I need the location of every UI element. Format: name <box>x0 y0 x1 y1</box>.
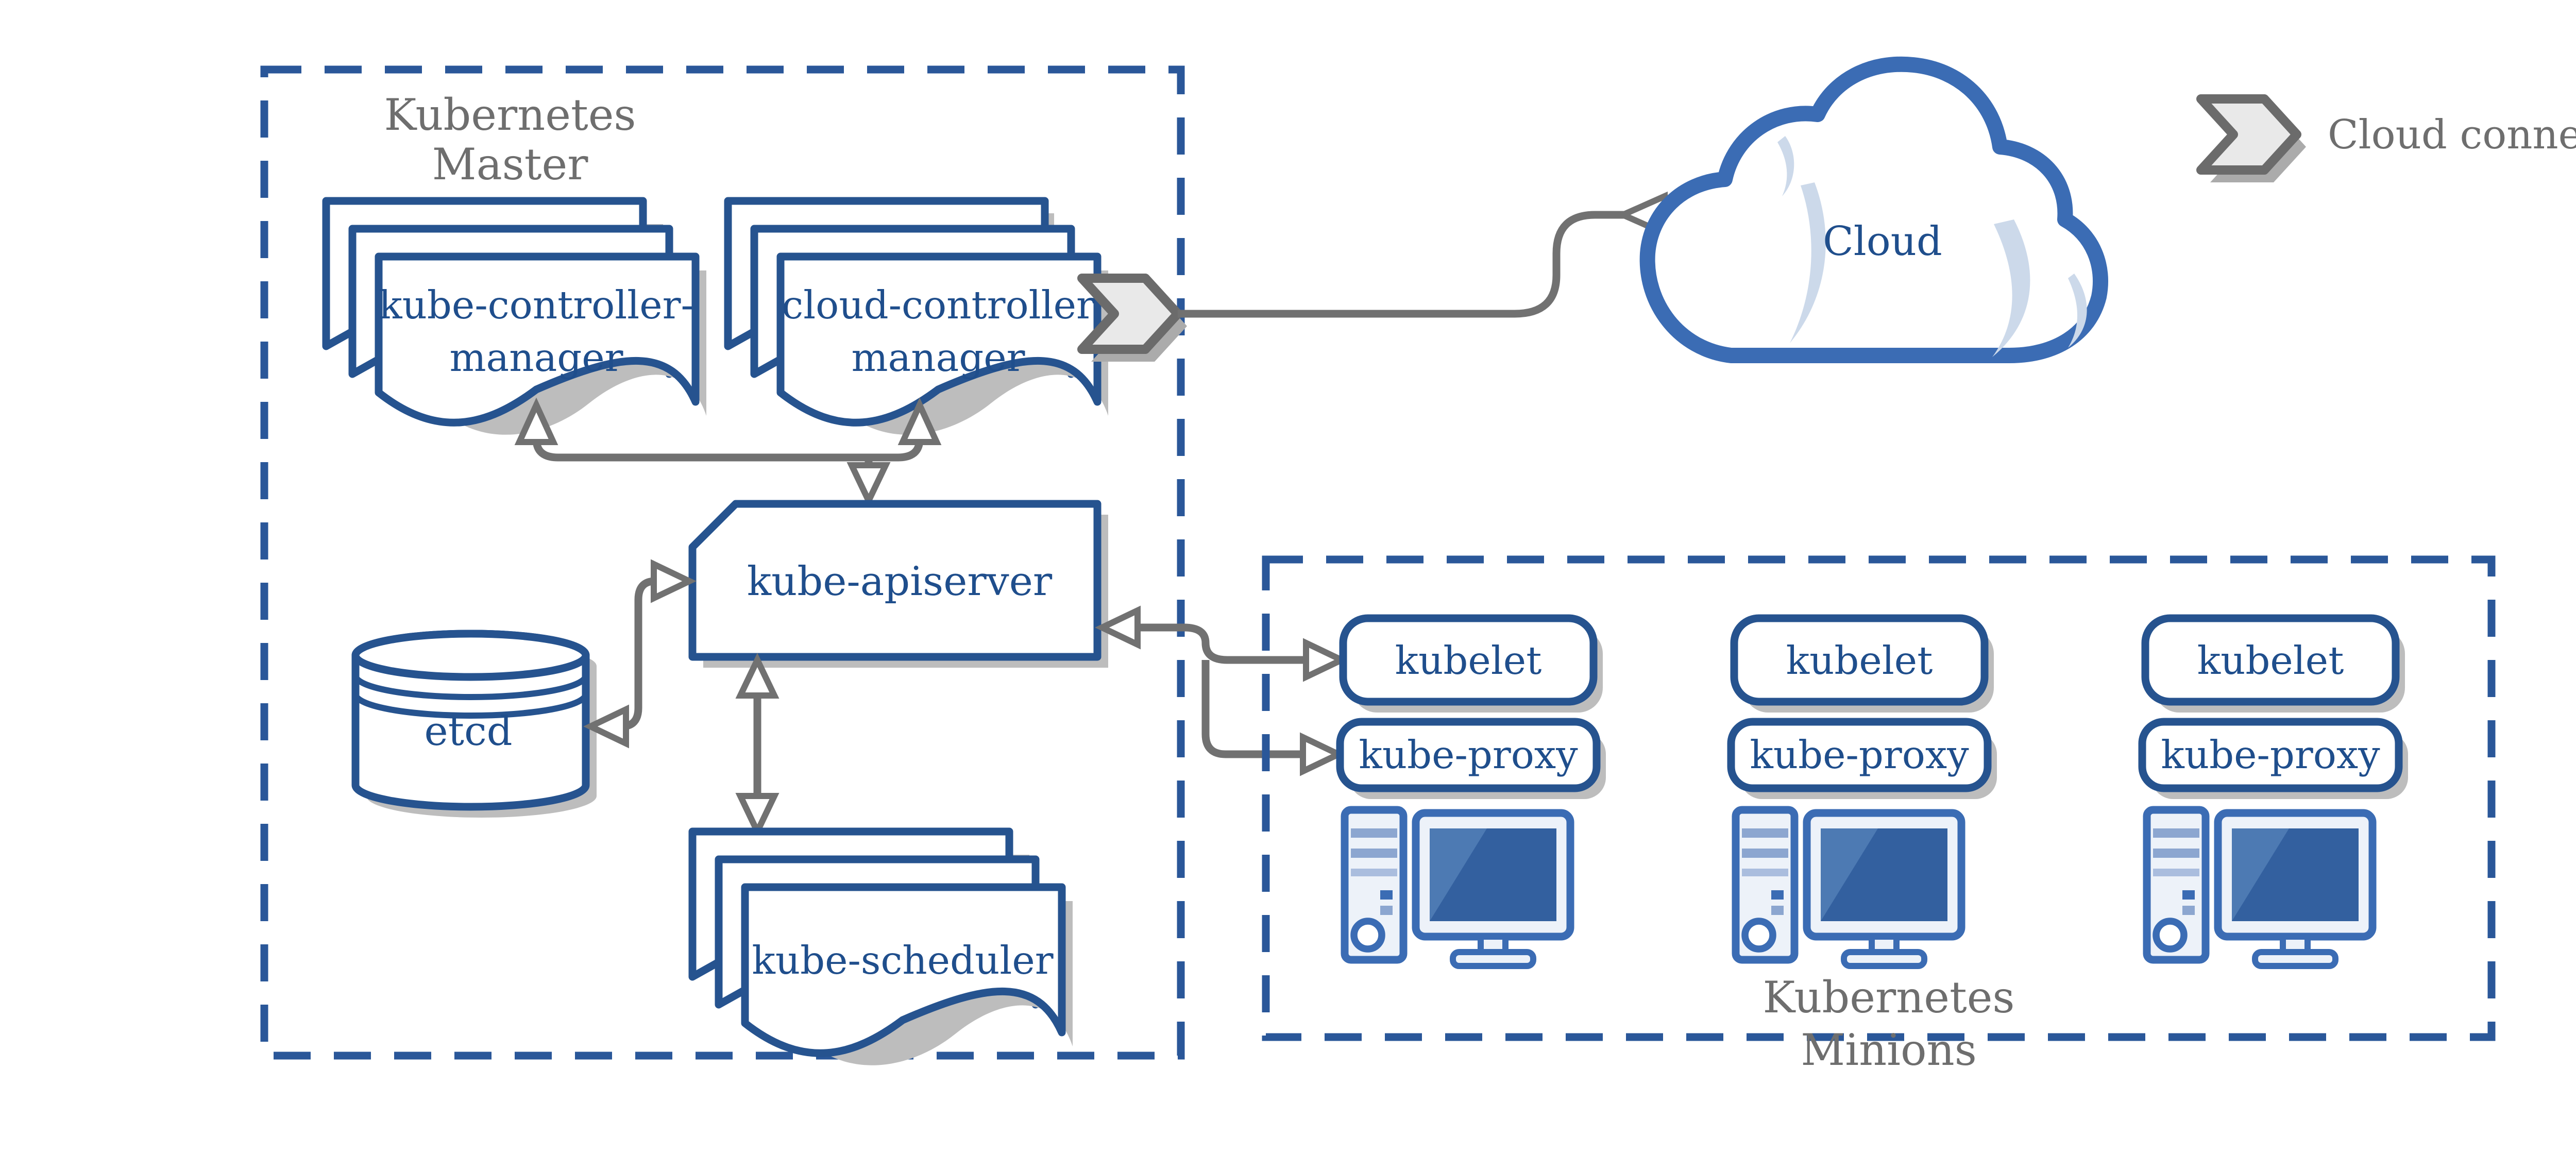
arrowhead-into-kube-proxy <box>1300 732 1346 776</box>
arrowhead-into-cloud-controller-manager <box>897 397 942 445</box>
master-title-line1: Kubernetes <box>384 90 636 140</box>
arrow-ccm-to-cloud <box>1178 211 1660 318</box>
arrowhead-into-apiserver-right <box>1095 605 1141 650</box>
tower-button <box>2182 906 2195 915</box>
kubelet-label: kubelet <box>1786 638 1933 683</box>
kubelet-node <box>1339 614 1598 706</box>
kube-proxy-node <box>2138 718 2403 792</box>
arrow-apiserver-kubelet <box>1095 605 1349 776</box>
monitor-base <box>1450 949 1536 969</box>
kube-scheduler-node: kube-scheduler <box>688 827 1073 1065</box>
etcd-cylinder-top <box>351 630 590 681</box>
legend-cloud-connector-icon <box>2196 94 2301 175</box>
etcd-node: etcd <box>351 630 597 818</box>
kube-proxy-label: kube-proxy <box>1359 732 1578 777</box>
tower-stripe <box>1351 828 1397 838</box>
tower-stripe <box>2153 869 2199 876</box>
arrow-apiserver-etcd <box>583 559 697 749</box>
workstation-icon <box>2143 806 2377 969</box>
kubelet-node <box>2141 614 2400 706</box>
minion-column-2: kubelet kube-proxy <box>1727 614 1997 969</box>
tower-stripe <box>1742 849 1788 858</box>
cloud-controller-manager-label-line1: cloud-controller <box>782 282 1095 328</box>
tower-stripe <box>2153 849 2199 858</box>
cloud-accent-sliver <box>1790 182 1826 343</box>
master-title-line2: Master <box>432 139 589 190</box>
arrowhead-into-kubelet <box>1303 638 1349 682</box>
cloud-icon <box>1639 56 2108 363</box>
tower-power-button <box>2153 918 2188 953</box>
kube-controller-manager-label-line2: manager <box>449 335 623 380</box>
tower-stripe <box>1351 849 1397 858</box>
arrowhead-into-apiserver-left <box>651 559 697 603</box>
workstation-icon <box>1732 806 1965 969</box>
master-boundary <box>260 65 1185 1060</box>
arrowhead-into-etcd <box>583 704 629 749</box>
monitor-base <box>2252 949 2338 969</box>
tower-power-button <box>1350 918 1385 953</box>
kube-proxy-label: kube-proxy <box>2161 732 2380 777</box>
minions-title-line1: Kubernetes <box>1762 972 2014 1023</box>
monitor-screen-highlight <box>1430 828 1487 921</box>
etcd-label: etcd <box>424 708 512 755</box>
cloud-controller-manager-label-line2: manager <box>851 335 1025 380</box>
legend: Cloud connector <box>2196 94 2576 182</box>
monitor-screen-highlight <box>1821 828 1878 921</box>
kube-controller-manager-label-line1: kube-controller- <box>379 282 694 328</box>
cloud-controller-manager-node: cloud-controller manager <box>724 197 1108 435</box>
cloud-connector-icon <box>1077 274 1182 354</box>
kube-scheduler-label: kube-scheduler <box>752 938 1053 983</box>
workstation-icon <box>1341 806 1574 969</box>
kube-controller-manager-node: kube-controller- manager <box>322 197 706 435</box>
tower-stripe <box>1742 869 1788 876</box>
cloud-accent-sliver <box>1777 136 1794 196</box>
cloud-label: Cloud <box>1823 218 1942 265</box>
tower-button <box>2182 890 2195 900</box>
kubelet-label: kubelet <box>1395 638 1542 683</box>
kube-proxy-label: kube-proxy <box>1750 732 1969 777</box>
kubelet-node <box>1730 614 1989 706</box>
monitor-base <box>1841 949 1927 969</box>
kube-proxy-node <box>1727 718 1992 792</box>
kube-apiserver-label: kube-apiserver <box>747 558 1053 605</box>
kube-apiserver-node: kube-apiserver <box>688 500 1108 668</box>
document-front <box>741 883 1066 1057</box>
tower-button <box>1380 906 1393 915</box>
arrow-apiserver-scheduler <box>735 653 779 839</box>
arrowhead-into-kube-controller-manager <box>514 397 558 445</box>
tower-button <box>1771 890 1784 900</box>
cloud-accent-sliver <box>2068 274 2087 348</box>
arrowhead-into-scheduler <box>735 793 779 839</box>
minions-title-line2: Minions <box>1801 1025 1977 1075</box>
document-front <box>375 252 700 427</box>
monitor-screen-highlight <box>2232 828 2289 921</box>
etcd-ring <box>352 693 589 719</box>
arrowhead-into-apiserver-top <box>846 462 891 508</box>
arrow-junction-bar <box>532 438 924 462</box>
tower-stripe <box>1742 828 1788 838</box>
cloud-accent-sliver <box>1992 219 2030 357</box>
legend-label: Cloud connector <box>2328 112 2576 158</box>
kubelet-line <box>1134 623 1303 664</box>
tower-button <box>1380 890 1393 900</box>
minions-boundary <box>1262 555 2496 1041</box>
tower-power-button <box>1741 918 1776 953</box>
apiserver-card <box>688 500 1101 661</box>
arrowhead-into-apiserver-bottom <box>735 653 779 699</box>
tower-stripe <box>1351 869 1397 876</box>
tower-stripe <box>2153 828 2199 838</box>
minion-column-3: kubelet kube-proxy <box>2138 614 2408 969</box>
cloud-node: Cloud <box>1639 56 2108 363</box>
arrow-controllers-apiserver <box>514 397 942 508</box>
etcd-ring <box>352 675 589 700</box>
etcd-apiserver-line <box>621 577 656 731</box>
kube-proxy-node <box>1336 718 1601 792</box>
document-front <box>776 252 1101 427</box>
minion-column-1: kubelet kube-proxy <box>1336 614 1606 969</box>
kube-proxy-line <box>1201 660 1300 758</box>
kubelet-label: kubelet <box>2197 638 2344 683</box>
tower-button <box>1771 906 1784 915</box>
